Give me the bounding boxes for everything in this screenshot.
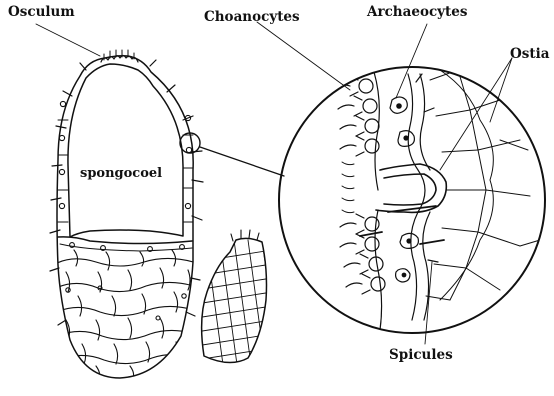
choanocytes-label: Choanocytes xyxy=(204,11,300,25)
osculum-label: Osculum xyxy=(8,6,75,20)
ostia-label: Ostia xyxy=(510,48,549,62)
sponge-bud xyxy=(196,230,280,372)
magnifier-callout xyxy=(180,133,284,176)
spicules-label: Spicules xyxy=(389,349,453,363)
magnified-section xyxy=(279,67,545,333)
sponge-body xyxy=(50,56,203,380)
archaeocytes-label: Archaeocytes xyxy=(367,6,467,20)
spongocoel-label: spongocoel xyxy=(80,167,162,180)
